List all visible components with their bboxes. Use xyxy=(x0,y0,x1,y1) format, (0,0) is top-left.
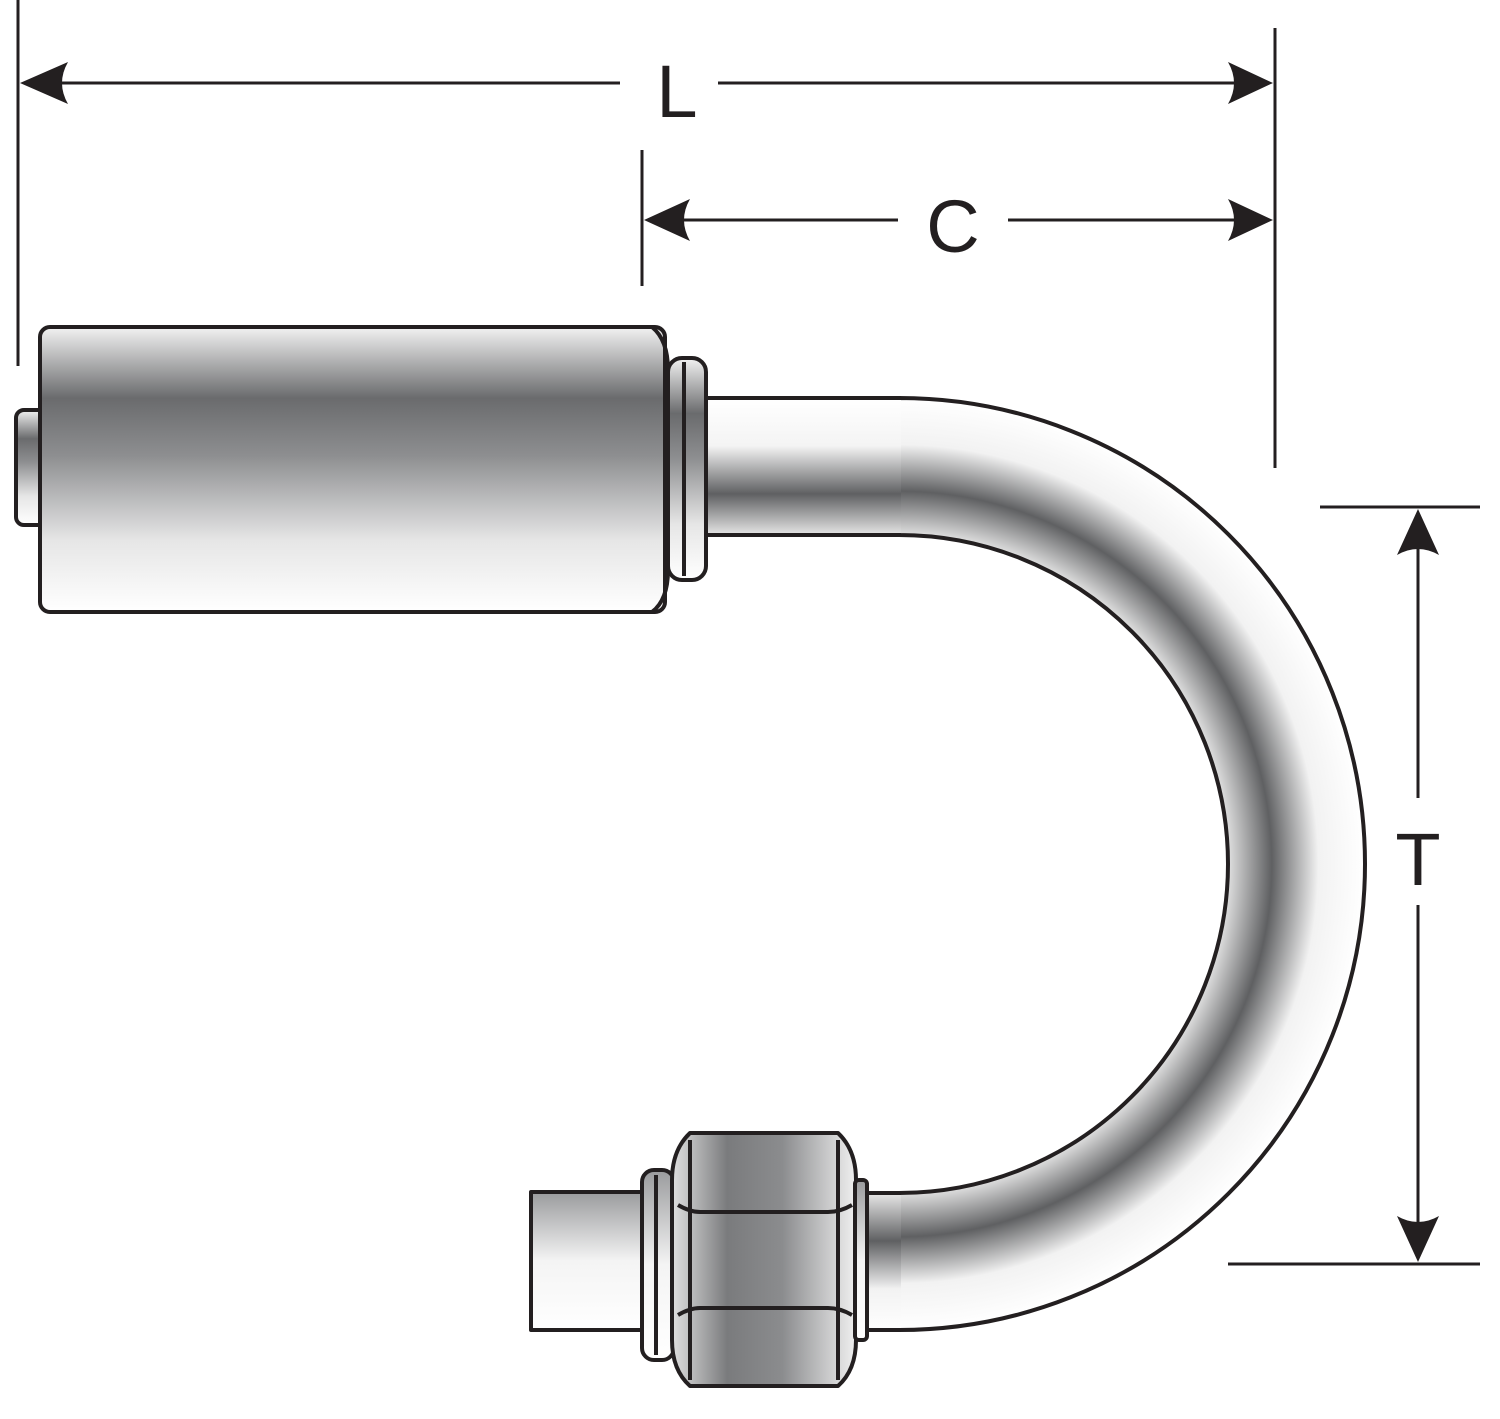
dimension-l: L xyxy=(16,0,1277,468)
dimension-label-c: C xyxy=(926,185,979,268)
arrow-right-icon xyxy=(1228,62,1273,104)
dimension-t: T xyxy=(1228,505,1480,1266)
ferrule-ring xyxy=(666,356,708,582)
nut-collar xyxy=(853,1178,869,1342)
dimension-label-l: L xyxy=(656,50,697,133)
dimension-label-t: T xyxy=(1395,818,1440,901)
arrow-left-icon xyxy=(20,62,68,104)
arrow-down-icon xyxy=(1397,1216,1439,1262)
ferrule xyxy=(38,325,667,614)
fitting-stub xyxy=(529,1190,651,1332)
ferrule-assembly xyxy=(14,325,708,614)
bent-tube xyxy=(700,396,1367,1332)
arrow-right-icon xyxy=(1228,199,1273,241)
dimension-c: C xyxy=(640,150,1273,286)
arrow-left-icon xyxy=(644,199,690,241)
hex-nut xyxy=(670,1131,858,1388)
nut-assembly xyxy=(529,1131,869,1388)
arrow-up-icon xyxy=(1397,509,1439,555)
